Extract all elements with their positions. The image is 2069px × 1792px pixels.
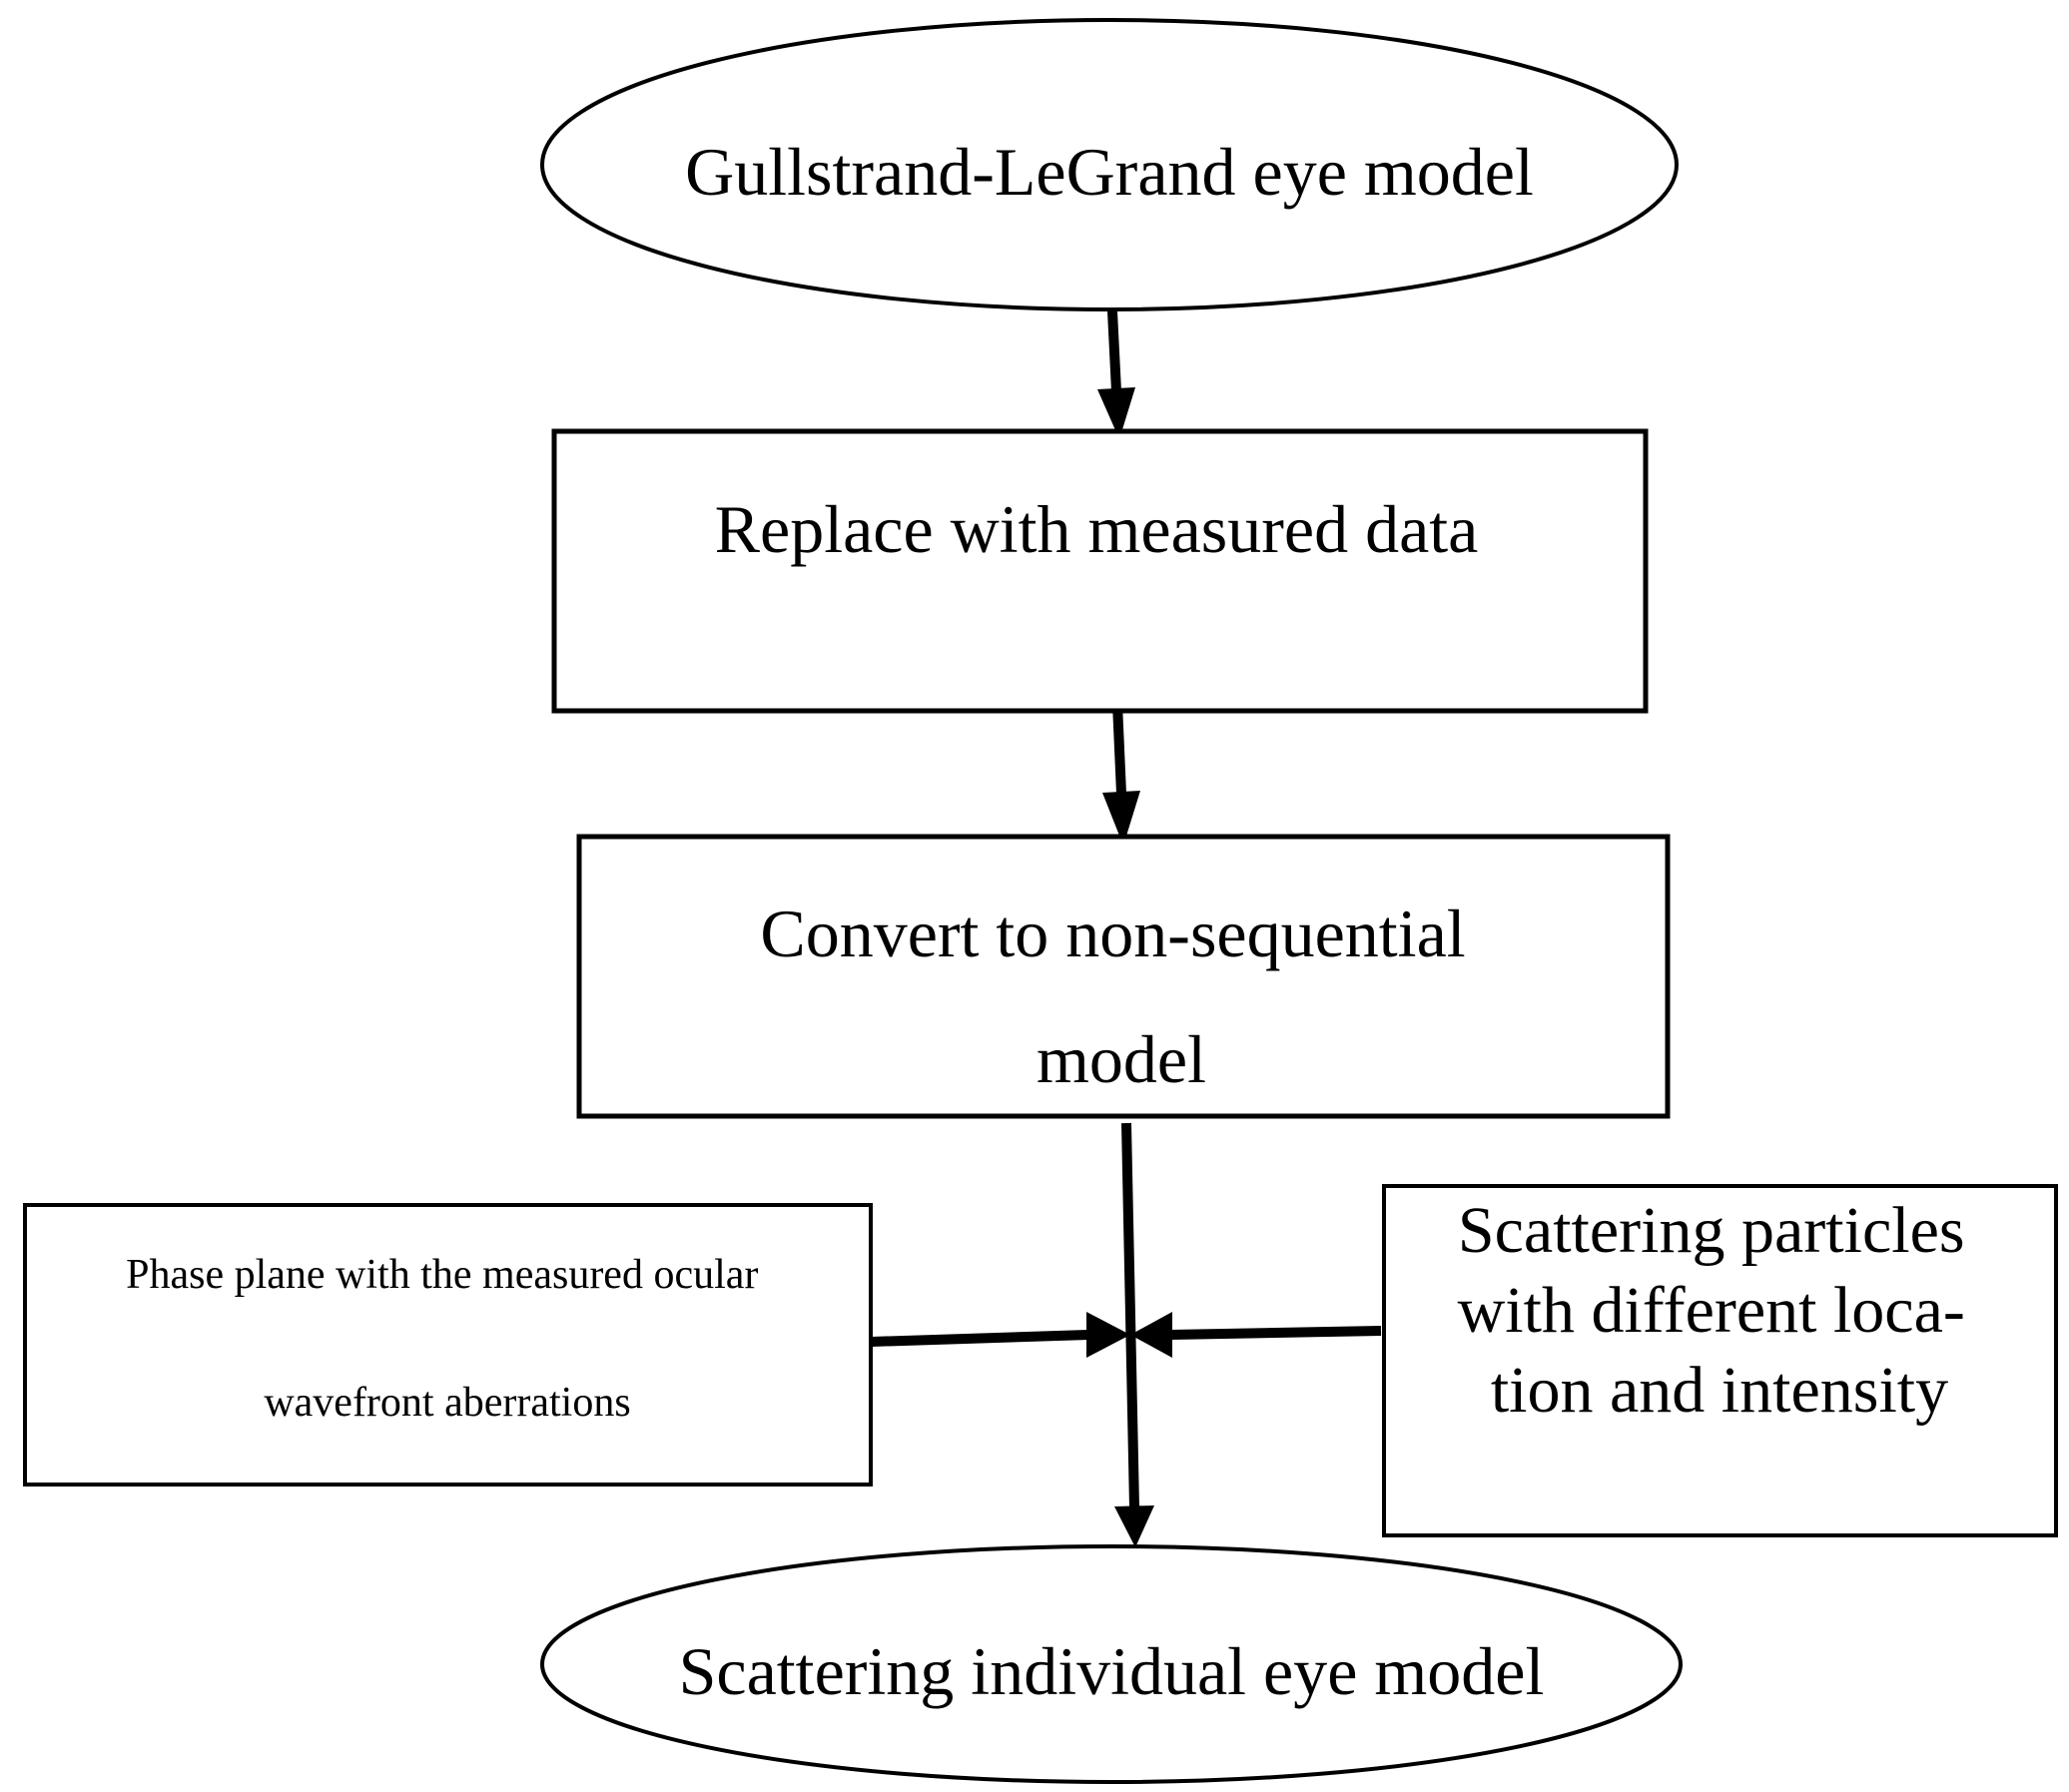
scattering-particles-rect xyxy=(1382,1184,2058,1537)
scattering-particles-label: Scattering particles with different loca… xyxy=(1458,1194,1982,1427)
convert-label-line-2: model xyxy=(1036,1021,1206,1097)
phase-plane-label-line-1: Phase plane with the measured ocular xyxy=(126,1252,758,1298)
convert-rect xyxy=(576,834,1671,1119)
node-replace: Replace with measured data xyxy=(551,428,1649,714)
replace-label: Replace with measured data xyxy=(715,491,1479,567)
edge-replace-to-convert-arrowhead xyxy=(1102,791,1140,846)
phase-plane-label: Phase plane with the measured ocular wav… xyxy=(126,1252,769,1426)
replace-label-line: Replace with measured data xyxy=(715,491,1479,567)
edge-convert-to-end-line xyxy=(1121,1122,1139,1508)
edge-convert-to-end-arrowhead xyxy=(1114,1505,1154,1547)
replace-rect xyxy=(551,428,1649,714)
scattering-particles-label-line-3: tion and intensity xyxy=(1491,1354,1948,1427)
edge-replace-to-convert-line xyxy=(1112,703,1126,795)
node-start: Gullstrand-LeGrand eye model xyxy=(540,18,1679,311)
edge-phase-plane-to-junction-arrowhead xyxy=(1086,1312,1130,1358)
edge-scattering-particles-to-junction-line xyxy=(1169,1326,1382,1340)
convert-label-line-1: Convert to non-sequential xyxy=(760,896,1465,971)
phase-plane-rect xyxy=(23,1203,873,1487)
node-scattering-particles: Scattering particles with different loca… xyxy=(1382,1184,2058,1537)
edge-start-to-replace-arrowhead xyxy=(1097,387,1135,439)
node-convert: Convert to non-sequential model xyxy=(576,834,1671,1119)
end-label: Scattering individual eye model xyxy=(679,1633,1545,1709)
connectors xyxy=(870,291,1382,1547)
start-label-line: Gullstrand-LeGrand eye model xyxy=(685,134,1534,210)
edge-scattering-particles-to-junction-arrowhead xyxy=(1130,1312,1172,1358)
end-label-line: Scattering individual eye model xyxy=(679,1633,1545,1709)
scattering-particles-label-line-2: with different loca- xyxy=(1458,1274,1965,1347)
convert-label: Convert to non-sequential model xyxy=(760,896,1482,1097)
node-phase-plane: Phase plane with the measured ocular wav… xyxy=(23,1203,873,1487)
start-ellipse xyxy=(540,18,1679,311)
scattering-particles-label-line-1: Scattering particles xyxy=(1458,1194,1965,1267)
node-end: Scattering individual eye model xyxy=(540,1544,1683,1784)
start-label: Gullstrand-LeGrand eye model xyxy=(685,134,1534,210)
edge-phase-plane-to-junction-line xyxy=(870,1330,1089,1347)
phase-plane-label-line-2: wavefront aberrations xyxy=(264,1380,630,1426)
end-ellipse xyxy=(540,1544,1683,1784)
